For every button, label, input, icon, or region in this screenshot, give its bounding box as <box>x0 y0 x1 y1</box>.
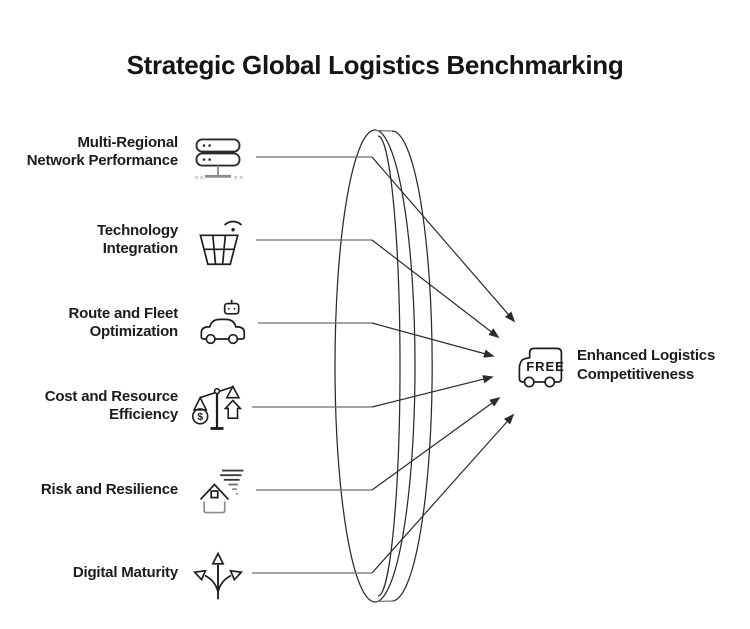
svg-text:××: ×× <box>233 174 244 182</box>
house-storm-icon <box>199 469 244 514</box>
label-line: Digital Maturity <box>72 564 178 581</box>
truck-free-label: FREE <box>526 359 565 374</box>
result-label: Enhanced Logistics Competitiveness <box>577 346 737 384</box>
branching-arrows-icon <box>192 551 244 600</box>
input-label-route-fleet: Route and Fleet Optimization <box>18 305 178 341</box>
label-line: Competitiveness <box>577 366 695 383</box>
label-line: Route and Fleet <box>68 305 178 322</box>
converging-arrows <box>371 156 516 574</box>
balance-scale-icon: $ <box>191 384 243 430</box>
label-line: Multi-Regional <box>77 134 178 151</box>
label-line: Cost and Resource <box>44 388 179 405</box>
lens-shape <box>334 129 433 603</box>
input-label-cost-resource: Cost and Resource Efficiency <box>18 388 179 424</box>
input-label-digital-maturity: Digital Maturity <box>18 564 178 582</box>
label-line: Integration <box>102 240 179 257</box>
label-line: Enhanced Logistics <box>577 347 716 364</box>
server-network-icon: ×× ×× <box>194 138 244 182</box>
input-label-multi-regional: Multi-Regional Network Performance <box>18 134 178 170</box>
input-label-technology: Technology Integration <box>18 222 178 258</box>
connector-lines <box>252 156 372 574</box>
basket-wifi-icon <box>199 220 243 266</box>
page-title: Strategic Global Logistics Benchmarking <box>126 50 624 80</box>
label-line: Optimization <box>89 323 179 340</box>
label-line: Efficiency <box>109 406 178 423</box>
delivery-truck-icon: FREE <box>518 347 565 388</box>
svg-text:××: ×× <box>194 174 205 182</box>
label-line: Network Performance <box>26 152 178 169</box>
autonomous-car-icon <box>200 299 246 345</box>
label-line: Risk and Resilience <box>40 481 178 498</box>
label-line: Technology <box>96 222 178 239</box>
svg-text:$: $ <box>197 412 203 423</box>
input-label-risk-resilience: Risk and Resilience <box>18 481 178 499</box>
